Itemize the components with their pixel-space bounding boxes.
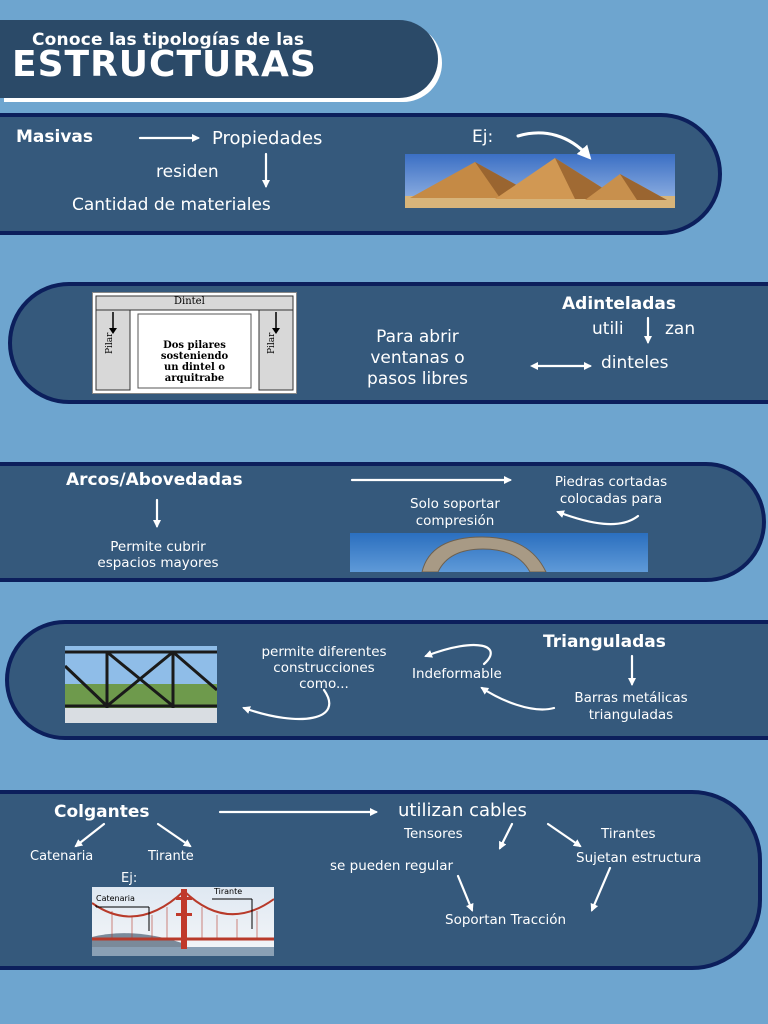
bridge-catenaria-label: Catenaria: [96, 894, 135, 903]
title-banner: [0, 20, 438, 98]
masivas-residen: residen: [156, 162, 219, 182]
trianguladas-label: Trianguladas: [543, 632, 666, 652]
truss-bridge-image: [65, 646, 217, 723]
colgantes-sujetan: Sujetan estructura: [576, 850, 702, 866]
diagram-dintel-label: Dintel: [174, 296, 205, 307]
arch-image: [350, 533, 648, 572]
diagram-pilar-right: Pilar: [267, 332, 277, 354]
colgantes-traccion: Soportan Tracción: [445, 912, 567, 928]
title-subtitle: Conoce las tipologías de las: [32, 30, 305, 50]
adinteladas-utilizan-a: utili: [592, 319, 624, 339]
dintel-diagram: Dintel Pilar Pilar Dos pilares sostenien…: [92, 292, 297, 394]
arcos-piedras: Piedras cortadas colocadas para: [554, 474, 668, 507]
adinteladas-para: Para abrir ventanas o pasos libres: [367, 327, 468, 389]
masivas-propiedades: Propiedades: [212, 128, 323, 149]
masivas-label: Masivas: [16, 127, 94, 147]
adinteladas-label: Adinteladas: [562, 294, 676, 314]
masivas-ej: Ej:: [472, 127, 494, 147]
colgantes-cables: utilizan cables: [398, 800, 527, 821]
diagram-pilar-left: Pilar: [105, 332, 115, 354]
trianguladas-permite: permite diferentes construcciones como..…: [261, 644, 387, 692]
masivas-cantidad: Cantidad de materiales: [72, 195, 271, 215]
colgantes-tirantes: Tirantes: [601, 826, 656, 842]
colgantes-regular: se pueden regular: [330, 858, 454, 874]
page-title: ESTRUCTURAS: [12, 44, 317, 85]
trianguladas-barras: Barras metálicas trianguladas: [574, 690, 688, 723]
colgantes-tirante: Tirante: [148, 849, 194, 864]
colgantes-label: Colgantes: [54, 802, 150, 822]
colgantes-catenaria: Catenaria: [30, 849, 94, 864]
adinteladas-utilizan-b: zan: [665, 319, 696, 339]
adinteladas-dinteles: dinteles: [601, 353, 669, 373]
suspension-bridge-image: Catenaria Tirante: [92, 887, 274, 956]
arcos-solo: Solo soportar compresión: [410, 496, 500, 529]
diagram-description: Dos pilares sosteniendo un dintel o arqu…: [160, 340, 229, 384]
arcos-label: Arcos/Abovedadas: [66, 470, 243, 490]
colgantes-ej: Ej:: [121, 871, 138, 886]
pyramids-image: [405, 154, 675, 208]
colgantes-tensores: Tensores: [404, 826, 463, 842]
trianguladas-indeformable: Indeformable: [412, 666, 502, 682]
bridge-tirante-label: Tirante: [214, 887, 243, 896]
arcos-permite: Permite cubrir espacios mayores: [97, 539, 219, 571]
